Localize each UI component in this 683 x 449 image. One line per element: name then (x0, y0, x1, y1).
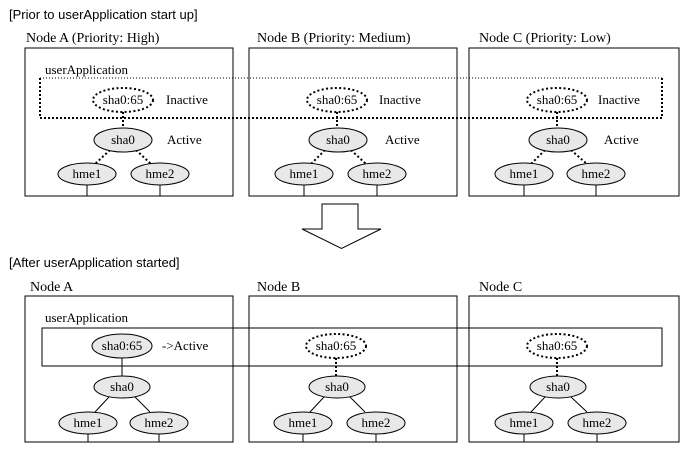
nic2-ellipse (347, 162, 407, 186)
vip-label: sha0:65 (537, 338, 577, 353)
nic2-ellipse (346, 411, 406, 435)
sha-label: sha0 (110, 379, 134, 394)
nic1-ellipse (274, 162, 334, 186)
userapplication-band-solid-border (41, 327, 663, 367)
after-node-b: sha0:65 sha0 hme1 hme2 (273, 333, 406, 442)
sha-ellipse (308, 375, 366, 399)
vip-ellipse (91, 333, 153, 359)
nic1-ellipse (273, 411, 333, 435)
prior-node-c-box (468, 47, 680, 197)
nic1-label: hme1 (74, 415, 103, 430)
nic-link-line (94, 149, 111, 165)
sha-ellipse (93, 127, 153, 153)
sha-ellipse (529, 375, 587, 399)
prior-node-b: sha0:65 Inactive sha0 Active hme1 hme2 (274, 87, 421, 196)
sha-label: sha0 (326, 132, 350, 147)
prior-node-c: sha0:65 Inactive sha0 Active hme1 hme2 (494, 87, 640, 196)
nic-link-line (94, 396, 110, 413)
nic2-ellipse (567, 411, 627, 435)
after-heading: [After userApplication started] (9, 255, 180, 270)
down-arrow-icon (301, 203, 382, 250)
vip-label: sha0:65 (537, 92, 577, 107)
nic1-ellipse (58, 411, 118, 435)
vip-label: sha0:65 (102, 338, 142, 353)
nic1-ellipse (494, 162, 554, 186)
prior-node-a-box (24, 47, 234, 197)
vip-state-label: Inactive (379, 92, 421, 107)
sha-label: sha0 (111, 132, 135, 147)
nic1-label: hme1 (73, 166, 102, 181)
sha-ellipse (528, 127, 588, 153)
nic1-ellipse (57, 162, 117, 186)
nic2-label: hme2 (362, 415, 391, 430)
nic1-label: hme1 (510, 415, 539, 430)
sha-label: sha0 (546, 379, 570, 394)
nic1-label: hme1 (289, 415, 318, 430)
nic-link-line (570, 396, 588, 413)
nic-link-line (310, 149, 326, 165)
nic-link-line (309, 396, 325, 413)
vip-label: sha0:65 (316, 338, 356, 353)
nic-link-line (530, 149, 546, 165)
nic-link-line (134, 396, 151, 413)
vip-ellipse (526, 87, 588, 113)
prior-userapplication-label: userApplication (45, 62, 129, 77)
prior-node-a: sha0:65 Inactive sha0 Active hme1 hme2 (57, 87, 208, 196)
after-node-c-title: Node C (479, 280, 522, 295)
nic2-label: hme2 (145, 415, 174, 430)
after-node-a: sha0:65 ->Active sha0 hme1 hme2 (58, 333, 209, 442)
vip-state-label: ->Active (162, 338, 209, 353)
vip-label: sha0:65 (103, 92, 143, 107)
prior-node-c-title: Node C (Priority: Low) (479, 31, 611, 46)
after-node-c-box (468, 295, 680, 443)
vip-ellipse (306, 87, 368, 113)
sha-ellipse (308, 127, 368, 153)
vip-ellipse (305, 333, 367, 359)
vip-ellipse (92, 87, 154, 113)
vip-ellipse (526, 333, 588, 359)
nic-link-line (530, 396, 546, 413)
prior-node-b-title: Node B (Priority: Medium) (257, 31, 411, 46)
after-node-c: sha0:65 sha0 hme1 hme2 (494, 333, 627, 442)
nic2-label: hme2 (582, 166, 611, 181)
nic1-label: hme1 (510, 166, 539, 181)
sha-ellipse (93, 375, 151, 399)
nic2-ellipse (130, 162, 190, 186)
after-node-a-box (24, 295, 234, 443)
nic2-label: hme2 (146, 166, 175, 181)
prior-node-a-title: Node A (Priority: High) (26, 31, 160, 46)
after-node-a-title: Node A (30, 280, 74, 295)
vip-label: sha0:65 (317, 92, 357, 107)
vip-state-label: Inactive (598, 92, 640, 107)
after-userapplication-label: userApplication (45, 310, 129, 325)
sha-label: sha0 (546, 132, 570, 147)
userapplication-band-dotted-border (39, 78, 663, 119)
nic-link-line (349, 396, 366, 413)
nic1-label: hme1 (290, 166, 319, 181)
nic2-label: hme2 (583, 415, 612, 430)
nic-link-line (350, 149, 367, 165)
after-node-b-box (248, 295, 458, 443)
after-node-b-title: Node B (257, 280, 300, 295)
nic2-label: hme2 (363, 166, 392, 181)
nic-link-line (570, 149, 588, 165)
nic2-ellipse (566, 162, 626, 186)
sha-state-label: Active (167, 132, 202, 147)
prior-node-b-box (248, 47, 458, 197)
sha-state-label: Active (604, 132, 639, 147)
nic2-ellipse (129, 411, 189, 435)
vip-state-label: Inactive (166, 92, 208, 107)
nic-link-line (135, 149, 152, 165)
nic1-ellipse (494, 411, 554, 435)
sha-label: sha0 (325, 379, 349, 394)
sha-state-label: Active (385, 132, 420, 147)
prior-heading: [Prior to userApplication start up] (9, 7, 198, 22)
